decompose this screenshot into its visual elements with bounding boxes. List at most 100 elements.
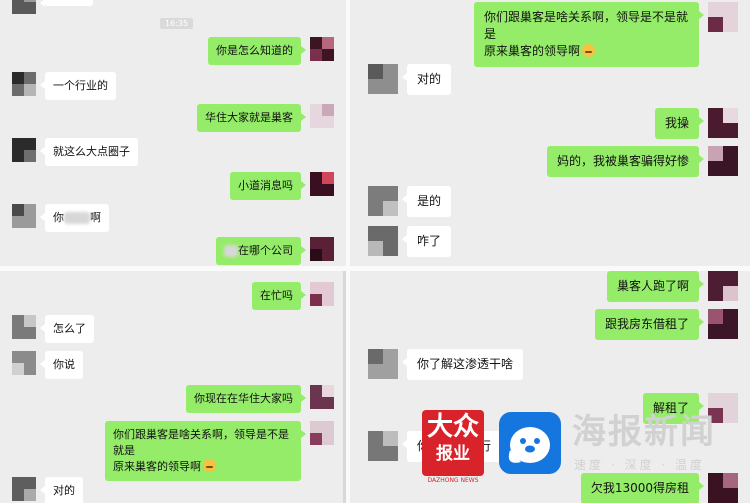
my-avatar[interactable] bbox=[708, 393, 738, 423]
message-bubble-sent[interactable]: 欠我13000得房租 bbox=[580, 473, 705, 503]
message-row: 对的 bbox=[368, 64, 452, 95]
contact-avatar[interactable] bbox=[12, 477, 36, 501]
message-bubble-sent[interactable]: 你们跟巢客是啥关系啊，领导是不是就是 原来巢客的领导啊 bbox=[474, 2, 704, 67]
my-avatar[interactable] bbox=[708, 271, 738, 301]
message-bubble-received[interactable]: 对的 bbox=[40, 477, 83, 503]
message-row: 华住大家就是巢客 bbox=[197, 104, 334, 132]
message-timestamp: 16:35 bbox=[160, 18, 194, 29]
message-text: 原来巢客的领导啊 bbox=[113, 460, 201, 473]
message-row: 你们跟巢客是啥关系啊，领导是不是就是 原来巢客的领导啊 bbox=[474, 2, 738, 67]
brand-title: 海报新闻 bbox=[572, 412, 716, 452]
message-bubble-sent[interactable]: 妈的，我被巢客骗得好惨 bbox=[546, 146, 705, 177]
message-text: 在哪个公司 bbox=[238, 244, 293, 257]
redacted-text bbox=[64, 212, 90, 224]
logo-text: 报业 bbox=[436, 444, 470, 464]
contact-avatar[interactable] bbox=[12, 0, 36, 14]
message-row: 你们跟巢客是啥关系啊，领导是不是就是 原来巢客的领导啊 bbox=[105, 421, 334, 481]
message-row: 我操 bbox=[654, 108, 738, 139]
message-bubble-sent[interactable]: 我操 bbox=[654, 108, 705, 139]
message-row: 咋了 bbox=[368, 226, 452, 257]
chat-panel-top-left: 16:35 你是怎么知道的 一个行业的 华住大家就是巢客 就这么大点圈子 小道消… bbox=[0, 0, 346, 266]
message-bubble-received[interactable]: 一个行业的 bbox=[40, 72, 116, 100]
contact-avatar[interactable] bbox=[368, 349, 398, 379]
seal-app-icon bbox=[499, 412, 561, 474]
message-row: 你现在在华住大家吗 bbox=[186, 385, 334, 413]
message-row: 在哪个公司 bbox=[216, 237, 334, 265]
contact-avatar[interactable] bbox=[12, 315, 36, 339]
contact-avatar[interactable] bbox=[12, 138, 36, 162]
message-row: 你说 bbox=[12, 351, 83, 379]
message-bubble-received[interactable]: 是的 bbox=[401, 186, 452, 217]
my-avatar[interactable] bbox=[310, 385, 334, 409]
message-text: 啊 bbox=[90, 211, 101, 224]
message-row: 对的 bbox=[12, 477, 83, 503]
message-row: 你了解这渗透干啥 bbox=[368, 349, 524, 380]
message-bubble-received[interactable]: 就这么大点圈子 bbox=[40, 138, 138, 166]
my-avatar[interactable] bbox=[708, 309, 738, 339]
message-row: 一个行业的 bbox=[12, 72, 116, 100]
my-avatar[interactable] bbox=[310, 237, 334, 261]
my-avatar[interactable] bbox=[708, 473, 738, 503]
my-avatar[interactable] bbox=[310, 37, 334, 61]
message-text: 你们跟巢客是啥关系啊，领导是不是就是 bbox=[113, 428, 289, 457]
message-bubble-received[interactable]: 你说 bbox=[40, 351, 83, 379]
message-bubble-sent[interactable]: 华住大家就是巢客 bbox=[197, 104, 306, 132]
my-avatar[interactable] bbox=[310, 104, 334, 128]
message-row: 怎么了 bbox=[12, 315, 94, 343]
contact-avatar[interactable] bbox=[12, 72, 36, 96]
message-bubble-received[interactable]: 咋了 bbox=[401, 226, 452, 257]
message-bubble[interactable] bbox=[40, 0, 93, 7]
message-bubble-sent[interactable]: 在忙吗 bbox=[252, 282, 306, 310]
my-avatar[interactable] bbox=[310, 282, 334, 306]
logo-caption: DAZHONG NEWS bbox=[427, 477, 479, 484]
message-text: 原来巢客的领导啊 bbox=[484, 44, 581, 58]
redacted-text bbox=[224, 245, 238, 257]
message-bubble-sent[interactable]: 巢客人跑了啊 bbox=[606, 271, 705, 302]
chat-panel-bottom-left: 在忙吗 怎么了 你说 你现在在华住大家吗 你们跟巢客是啥关系啊，领导是不是就是 … bbox=[0, 271, 346, 503]
contact-avatar[interactable] bbox=[12, 351, 36, 375]
message-row: 妈的，我被巢客骗得好惨 bbox=[546, 146, 738, 177]
contact-avatar[interactable] bbox=[368, 186, 398, 216]
message-text: 你 bbox=[53, 211, 64, 224]
panel-divider bbox=[0, 266, 750, 271]
panel-divider bbox=[346, 0, 350, 503]
message-bubble-sent[interactable]: 你是怎么知道的 bbox=[208, 37, 306, 65]
scrollbar[interactable] bbox=[343, 271, 346, 503]
news-watermark: 大众 报业 DAZHONG NEWS 海报新闻 速度 · 深度 · 温度 bbox=[422, 410, 742, 490]
message-bubble-sent[interactable]: 解租了 bbox=[642, 393, 705, 424]
my-avatar[interactable] bbox=[310, 172, 334, 196]
my-avatar[interactable] bbox=[708, 146, 738, 176]
message-bubble-sent[interactable]: 小道消息吗 bbox=[230, 172, 306, 200]
my-avatar[interactable] bbox=[708, 108, 738, 138]
message-row: 你是怎么知道的 bbox=[208, 37, 334, 65]
message-row: 你啊 bbox=[12, 204, 109, 232]
logo-text: 大众 bbox=[426, 412, 479, 442]
chat-panel-top-right: 你们跟巢客是啥关系啊，领导是不是就是 原来巢客的领导啊 对的 我操 妈的，我被巢… bbox=[350, 0, 750, 266]
contact-avatar[interactable] bbox=[368, 64, 398, 94]
message-row: 巢客人跑了啊 bbox=[606, 271, 738, 302]
message-row: 欠我13000得房租 bbox=[580, 473, 738, 503]
message-row: 小道消息吗 bbox=[230, 172, 334, 200]
contact-avatar[interactable] bbox=[368, 431, 398, 461]
brand-slogan: 速度 · 深度 · 温度 bbox=[574, 458, 705, 472]
message-text: 你们跟巢客是啥关系啊，领导是不是就是 bbox=[484, 10, 689, 41]
message-row: 跟我房东借租了 bbox=[594, 309, 738, 340]
message-bubble-sent[interactable]: 在哪个公司 bbox=[216, 237, 306, 265]
message-bubble-sent[interactable]: 跟我房东借租了 bbox=[594, 309, 705, 340]
message-bubble-sent[interactable]: 你们跟巢客是啥关系啊，领导是不是就是 原来巢客的领导啊 bbox=[105, 421, 306, 481]
message-row: 解租了 bbox=[642, 393, 738, 424]
contact-avatar[interactable] bbox=[368, 226, 398, 256]
message-row bbox=[12, 0, 93, 14]
message-bubble-received[interactable]: 怎么了 bbox=[40, 315, 94, 343]
my-avatar[interactable] bbox=[708, 2, 738, 32]
message-row: 是的 bbox=[368, 186, 452, 217]
contact-avatar[interactable] bbox=[12, 204, 36, 228]
message-bubble-received[interactable]: 你了解这渗透干啥 bbox=[401, 349, 524, 380]
message-row: 在忙吗 bbox=[252, 282, 334, 310]
message-row: 就这么大点圈子 bbox=[12, 138, 138, 166]
my-avatar[interactable] bbox=[310, 421, 334, 445]
grimacing-face-icon bbox=[203, 459, 216, 472]
message-bubble-received[interactable]: 你啊 bbox=[40, 204, 109, 232]
message-bubble-received[interactable]: 对的 bbox=[401, 64, 452, 95]
message-bubble-sent[interactable]: 你现在在华住大家吗 bbox=[186, 385, 306, 413]
